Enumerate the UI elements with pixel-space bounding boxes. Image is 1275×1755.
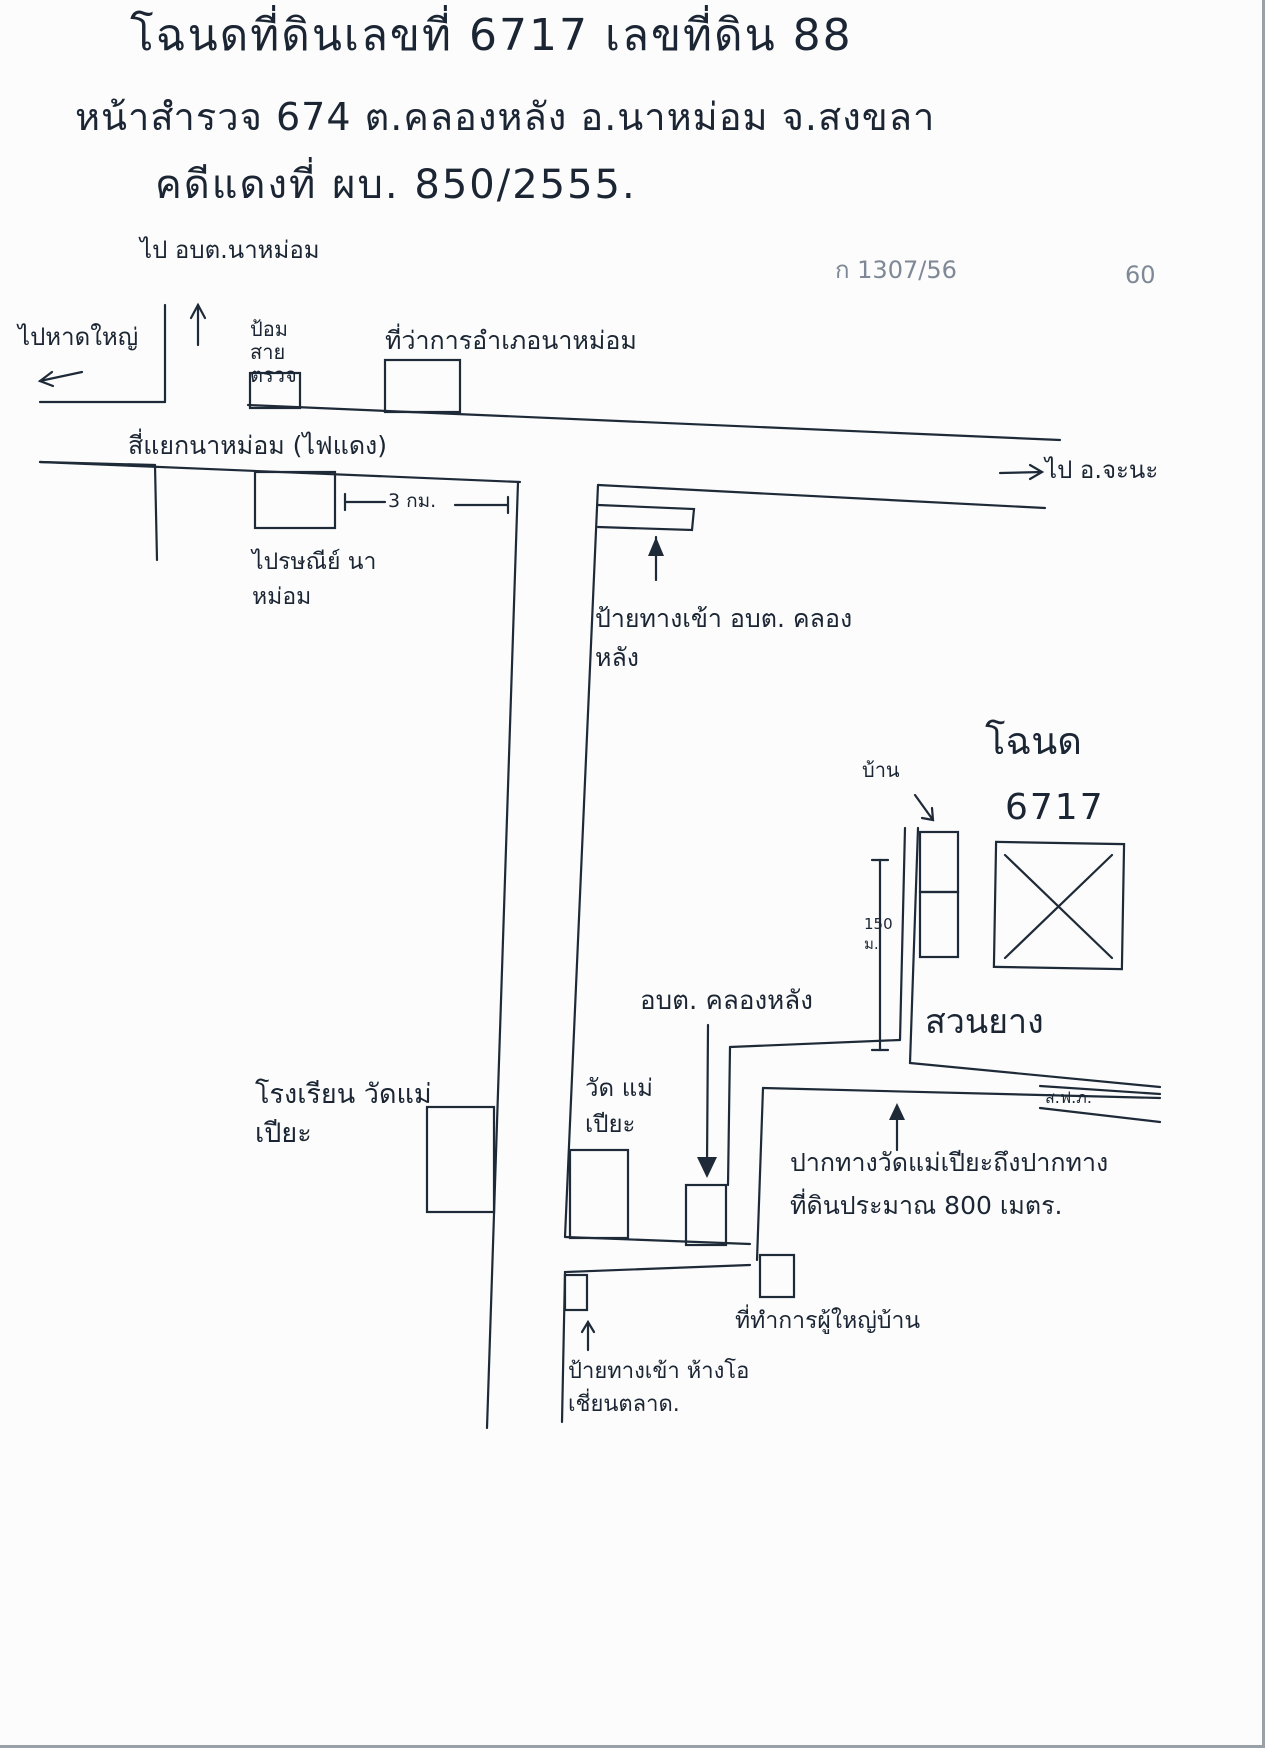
arrow-left-head <box>37 370 55 388</box>
side-road-upper-vertical <box>726 1045 732 1187</box>
land-plot <box>992 840 1126 971</box>
label-obt-klonglang: อบต. คลองหลัง <box>640 986 813 1016</box>
arrow-up-head <box>189 302 207 320</box>
road-top-upper-edge <box>246 403 1062 442</box>
side-road-upper-edge <box>728 1038 902 1049</box>
label-village-office: ที่ทำการผู้ใหญ่บ้าน <box>735 1308 921 1334</box>
lane-to-land-left-edge <box>898 826 907 1042</box>
label-title-deed-no: 6717 <box>1005 787 1105 828</box>
label-to-obt-namom: ไป อบต.นาหม่อม <box>140 236 320 264</box>
label-route-note-2: ที่ดินประมาณ 800 เมตร. <box>790 1191 1063 1220</box>
arrow-left-line <box>38 370 84 383</box>
lane-upper-edge <box>908 1061 1162 1089</box>
power-line-1 <box>1038 1084 1162 1096</box>
label-sign-entrance-market: ป้ายทางเข้า ห้างโอเชี่ยนตลาด. <box>568 1359 750 1417</box>
road-right-lower-edge <box>596 483 1047 510</box>
market-sign-box <box>563 1273 589 1312</box>
arrow-right-line <box>998 470 1044 475</box>
land-plot-cross-2 <box>1003 853 1114 960</box>
temple-building-right <box>684 1183 728 1247</box>
label-to-chana: ไป อ.จะนะ <box>1045 456 1159 484</box>
arrow-right-head <box>1028 463 1045 481</box>
label-title-deed: โฉนด <box>985 719 1082 763</box>
post-office-building <box>253 470 337 530</box>
power-line-2 <box>1038 1106 1162 1124</box>
temple-building-left <box>568 1148 630 1240</box>
village-office-building <box>758 1253 796 1299</box>
header-line-1: โฉนดที่ดินเลขที่ 6717 เลขที่ดิน 88 <box>130 10 853 61</box>
district-office-building <box>383 358 462 414</box>
label-school: โรงเรียน วัดแม่เปียะ <box>255 1079 432 1150</box>
road-bottom-left-vertical <box>153 463 159 562</box>
label-house: บ้าน <box>862 758 900 782</box>
header-line-2: หน้าสำรวจ 674 ต.คลองหลัง อ.นาหม่อม จ.สงข… <box>75 95 936 139</box>
label-post-office: ไปรษณีย์ นาหม่อม <box>252 549 377 610</box>
label-rubber-garden: สวนยาง <box>925 1002 1044 1042</box>
lane-to-land-right-edge <box>908 826 920 1065</box>
house-pointer-head <box>920 806 935 822</box>
road-bottom-left-stub <box>38 460 157 467</box>
ref-code: ก 1307/56 <box>835 256 957 284</box>
house-building-bottom <box>918 890 960 959</box>
school-building <box>425 1105 496 1214</box>
house-building-top <box>918 830 960 894</box>
label-police-box: ป้อม สายตรวจ <box>250 317 297 387</box>
main-road-right-edge <box>563 483 600 1239</box>
side-road-lower-edge <box>761 1086 1162 1100</box>
label-power-pole: ส.ฟ.ภ. <box>1045 1088 1092 1107</box>
page-number: 60 <box>1125 261 1156 289</box>
label-to-hatyai: ไปหาดใหญ่ <box>18 323 139 351</box>
label-route-note-1: ปากทางวัดแม่เปียะถึงปากทาง <box>790 1148 1109 1177</box>
house-pointer-line <box>913 793 935 822</box>
main-road-left-edge <box>485 480 520 1430</box>
temple-ground-line <box>563 1235 752 1246</box>
obt-pointer-line <box>705 1023 710 1167</box>
label-sign-entrance-obt: ป้ายทางเข้า อบต. คลองหลัง <box>595 604 853 672</box>
police-box-building <box>248 371 302 410</box>
route-arrow-head <box>889 1103 905 1120</box>
side-road-lower-vertical <box>755 1086 765 1262</box>
market-arrow-head <box>580 1319 596 1334</box>
market-road <box>560 1263 752 1424</box>
header-line-3: คดีแดงที่ ผบ. 850/2555. <box>155 162 637 208</box>
label-distance-3km: 3 กม. <box>388 490 437 512</box>
label-temple: วัด แม่เปียะ <box>585 1074 653 1138</box>
label-intersection: สี่แยกนาหม่อม (ไฟแดง) <box>128 431 388 460</box>
obt-pointer-head <box>697 1157 717 1178</box>
label-distance-150m: 150 ม. <box>864 915 893 953</box>
sign-entrance-obt-box <box>596 503 696 532</box>
label-district-office: ที่ว่าการอำเภอนาหม่อม <box>385 326 637 355</box>
sign-entrance-arrow-head <box>648 537 664 556</box>
